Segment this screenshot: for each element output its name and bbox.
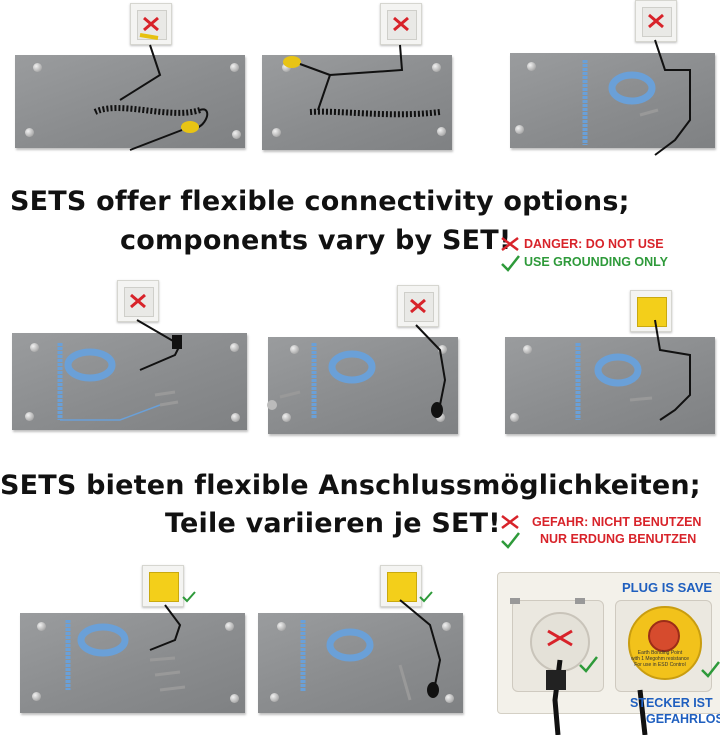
- gefahrlos-label: GEFAHRLOS: [646, 712, 720, 726]
- esd-mat: [15, 55, 245, 148]
- green-check-icon: [701, 661, 720, 678]
- earth-text-3: For use in ESD Control: [634, 662, 686, 668]
- heading-en-line-2: components vary by SET!: [120, 225, 512, 256]
- earth-text-1: Earth Bonding Point: [637, 650, 683, 656]
- green-check-icon: [579, 656, 598, 673]
- green-check-icon: [501, 532, 520, 549]
- red-x-icon: [501, 515, 519, 529]
- heading-de-line-1: SETS bieten flexible Anschlussmöglichkei…: [0, 470, 701, 501]
- red-x-icon: [501, 237, 519, 251]
- plug-is-save-label: PLUG IS SAVE: [622, 580, 713, 595]
- heading-en-line-1: SETS offer flexible connectivity options…: [10, 186, 630, 217]
- legend-ok-en: USE GROUNDING ONLY: [524, 255, 669, 269]
- esd-mat: [262, 55, 452, 150]
- coiled-cord: [93, 33, 209, 151]
- red-x-icon: [547, 629, 573, 647]
- earth-text-2: with 1 Megohm resistance: [630, 656, 690, 662]
- green-check-icon: [501, 255, 520, 272]
- stecker-ist-label: STECKER IST: [630, 696, 713, 710]
- legend-danger-en: DANGER: DO NOT USE: [524, 237, 664, 251]
- legend-danger-de: GEFAHR: NICHT BENUTZEN: [532, 515, 702, 529]
- heading-de-line-2: Teile variieren je SET!: [165, 508, 501, 539]
- legend-ok-de: NUR ERDUNG BENUTZEN: [540, 532, 697, 546]
